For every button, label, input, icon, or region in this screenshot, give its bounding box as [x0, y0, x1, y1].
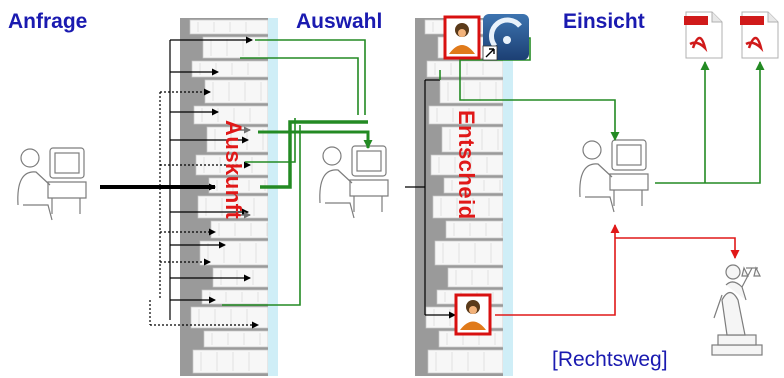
request-arrows — [100, 36, 456, 329]
document-page — [441, 126, 504, 153]
document-page — [426, 60, 504, 78]
document-page — [192, 349, 269, 374]
label-rechtsweg: [Rechtsweg] — [552, 348, 668, 371]
heading-auswahl: Auswahl — [296, 10, 383, 33]
document-page — [210, 220, 269, 239]
person-icon-top — [443, 15, 481, 60]
user-at-computer-anfrage — [17, 147, 87, 221]
justitia-statue-icon — [711, 264, 763, 356]
pdf-document-icon-1 — [684, 11, 723, 59]
label-auskunft: Auskunft — [221, 120, 246, 220]
user-at-computer-einsicht — [579, 139, 649, 213]
document-page — [427, 349, 504, 374]
document-page — [189, 19, 269, 35]
heading-einsicht: Einsicht — [563, 10, 645, 33]
legal-route-arrows — [495, 224, 740, 316]
document-page — [204, 79, 269, 104]
document-page — [445, 220, 504, 239]
label-entscheid: Entscheid — [454, 110, 479, 220]
document-page — [434, 240, 504, 266]
heading-anfrage: Anfrage — [8, 10, 88, 33]
answer-arrows — [222, 37, 765, 306]
person-icon-bottom — [454, 293, 492, 336]
application-shortcut-icon — [482, 14, 529, 61]
document-page — [203, 330, 269, 348]
document-page — [191, 60, 269, 78]
pdf-document-icon-2 — [740, 11, 779, 59]
user-at-computer-auswahl — [319, 145, 389, 219]
